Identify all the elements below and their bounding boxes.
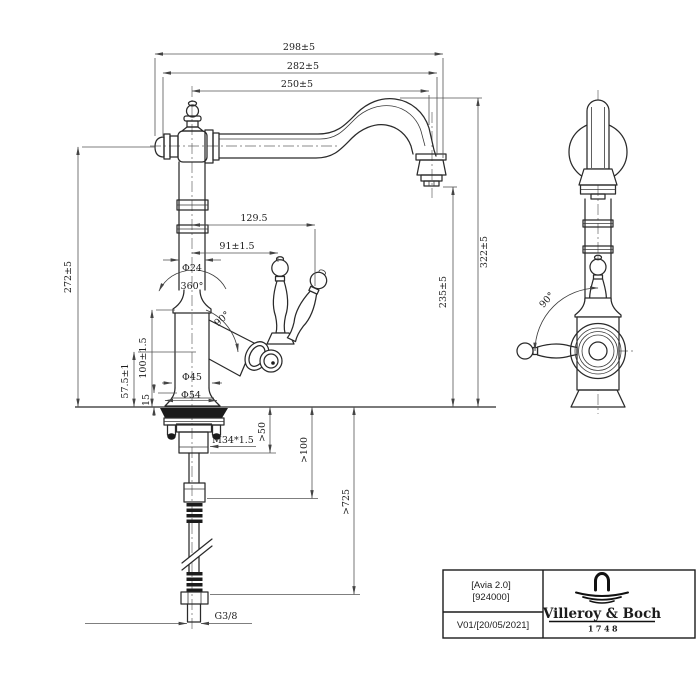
dimension-labels: 298±5 282±5 250±5 129.5 91±1.5 Φ24 360° … bbox=[63, 42, 490, 622]
side-column-flare bbox=[574, 297, 622, 318]
side-base bbox=[570, 389, 626, 408]
hose-end-nut bbox=[180, 591, 209, 605]
brand-logo-icon bbox=[575, 572, 629, 604]
dimension-lines bbox=[76, 52, 482, 626]
dim-reach-overall: 298±5 bbox=[283, 42, 315, 53]
handle-lever bbox=[266, 256, 295, 345]
article-number: [924000] bbox=[473, 592, 510, 603]
mounting-hardware bbox=[160, 408, 228, 454]
brand-year: 1748 bbox=[588, 624, 620, 634]
dim-hose-length: >725 bbox=[341, 489, 352, 515]
dim-handle-reach-max: 129.5 bbox=[240, 213, 267, 224]
dim-clearance-50: >50 bbox=[257, 422, 268, 442]
column-flare bbox=[172, 289, 212, 314]
top-cap bbox=[181, 100, 204, 132]
spout-end-ring bbox=[415, 153, 447, 161]
dim-thread: M34*1.5 bbox=[212, 435, 254, 446]
handle-arc-front bbox=[205, 309, 239, 353]
spout bbox=[204, 97, 447, 187]
base-flare bbox=[164, 387, 221, 407]
dim-swivel-angle: 360° bbox=[181, 281, 204, 292]
title-block: [Avia 2.0] [924000] V01/[20/05/2021] Vil… bbox=[442, 569, 696, 639]
dim-reach-mid: 282±5 bbox=[287, 61, 319, 72]
handle-lever-rotated bbox=[286, 269, 328, 343]
revision: V01/[20/05/2021] bbox=[457, 620, 529, 631]
faucet-front bbox=[154, 97, 447, 407]
break-symbol bbox=[181, 538, 213, 571]
product-name: [Avia 2.0] bbox=[471, 580, 510, 591]
spout-end-profile bbox=[586, 99, 610, 170]
dim-base-height: 15 bbox=[141, 394, 152, 406]
column bbox=[176, 161, 209, 291]
handle-hub bbox=[259, 349, 283, 373]
dim-outlet-clearance: 235±5 bbox=[438, 276, 449, 308]
dim-connection: G3/8 bbox=[215, 611, 238, 622]
side-view: 90° bbox=[516, 90, 636, 414]
dim-height-575: 57.5±1 bbox=[120, 363, 131, 398]
title-block-border bbox=[442, 569, 696, 639]
spout-bell bbox=[416, 159, 447, 176]
supply-hose bbox=[180, 452, 213, 623]
dim-handle-angle-side: 90° bbox=[537, 290, 556, 310]
aerator bbox=[420, 174, 443, 182]
dim-column-diameter: Φ24 bbox=[182, 263, 202, 274]
dim-height-100: 100±1.5 bbox=[138, 337, 149, 378]
dim-reach-spout: 250±5 bbox=[281, 79, 313, 90]
dim-spout-height-total: 322±5 bbox=[479, 236, 490, 268]
dim-base-diameter: Φ54 bbox=[181, 390, 201, 401]
side-handle-horizontal bbox=[516, 342, 578, 360]
handle-arc-side bbox=[533, 286, 599, 352]
hose-connector bbox=[183, 482, 206, 503]
dim-clearance-100: >100 bbox=[299, 437, 310, 463]
swivel-arc bbox=[158, 269, 227, 292]
cross-fitting bbox=[154, 130, 208, 163]
gasket bbox=[160, 408, 228, 418]
dim-handle-angle-front: 90° bbox=[212, 309, 232, 328]
dim-body-height: 272±5 bbox=[63, 261, 74, 293]
front-view: 298±5 282±5 250±5 129.5 91±1.5 Φ24 360° … bbox=[63, 42, 496, 632]
dim-handle-offset: 91±1.5 bbox=[219, 241, 254, 252]
threaded-shank bbox=[178, 431, 209, 454]
centerlines bbox=[150, 86, 433, 632]
brand-name: Villeroy & Boch bbox=[542, 606, 661, 622]
dim-body-diameter: Φ45 bbox=[182, 372, 202, 383]
